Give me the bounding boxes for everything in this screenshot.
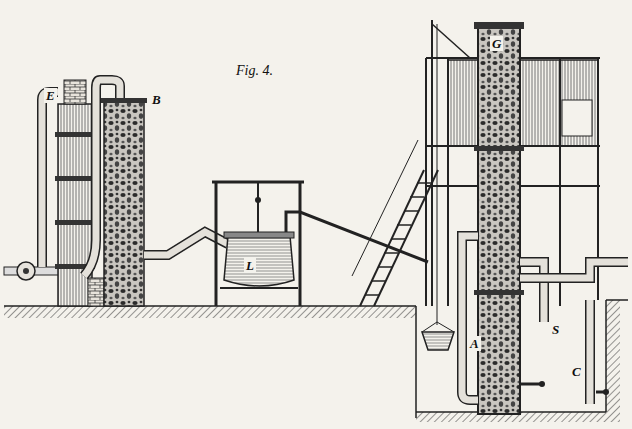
- part-letter: S: [550, 322, 561, 337]
- part-letter: E: [44, 88, 57, 103]
- part-letter: G: [490, 36, 503, 51]
- part-letter: C: [570, 364, 583, 379]
- part-letter: L: [244, 258, 256, 273]
- part-letter: B: [150, 92, 163, 107]
- figure-title: Fig. 4.: [236, 64, 273, 78]
- part-letter: A: [468, 336, 481, 351]
